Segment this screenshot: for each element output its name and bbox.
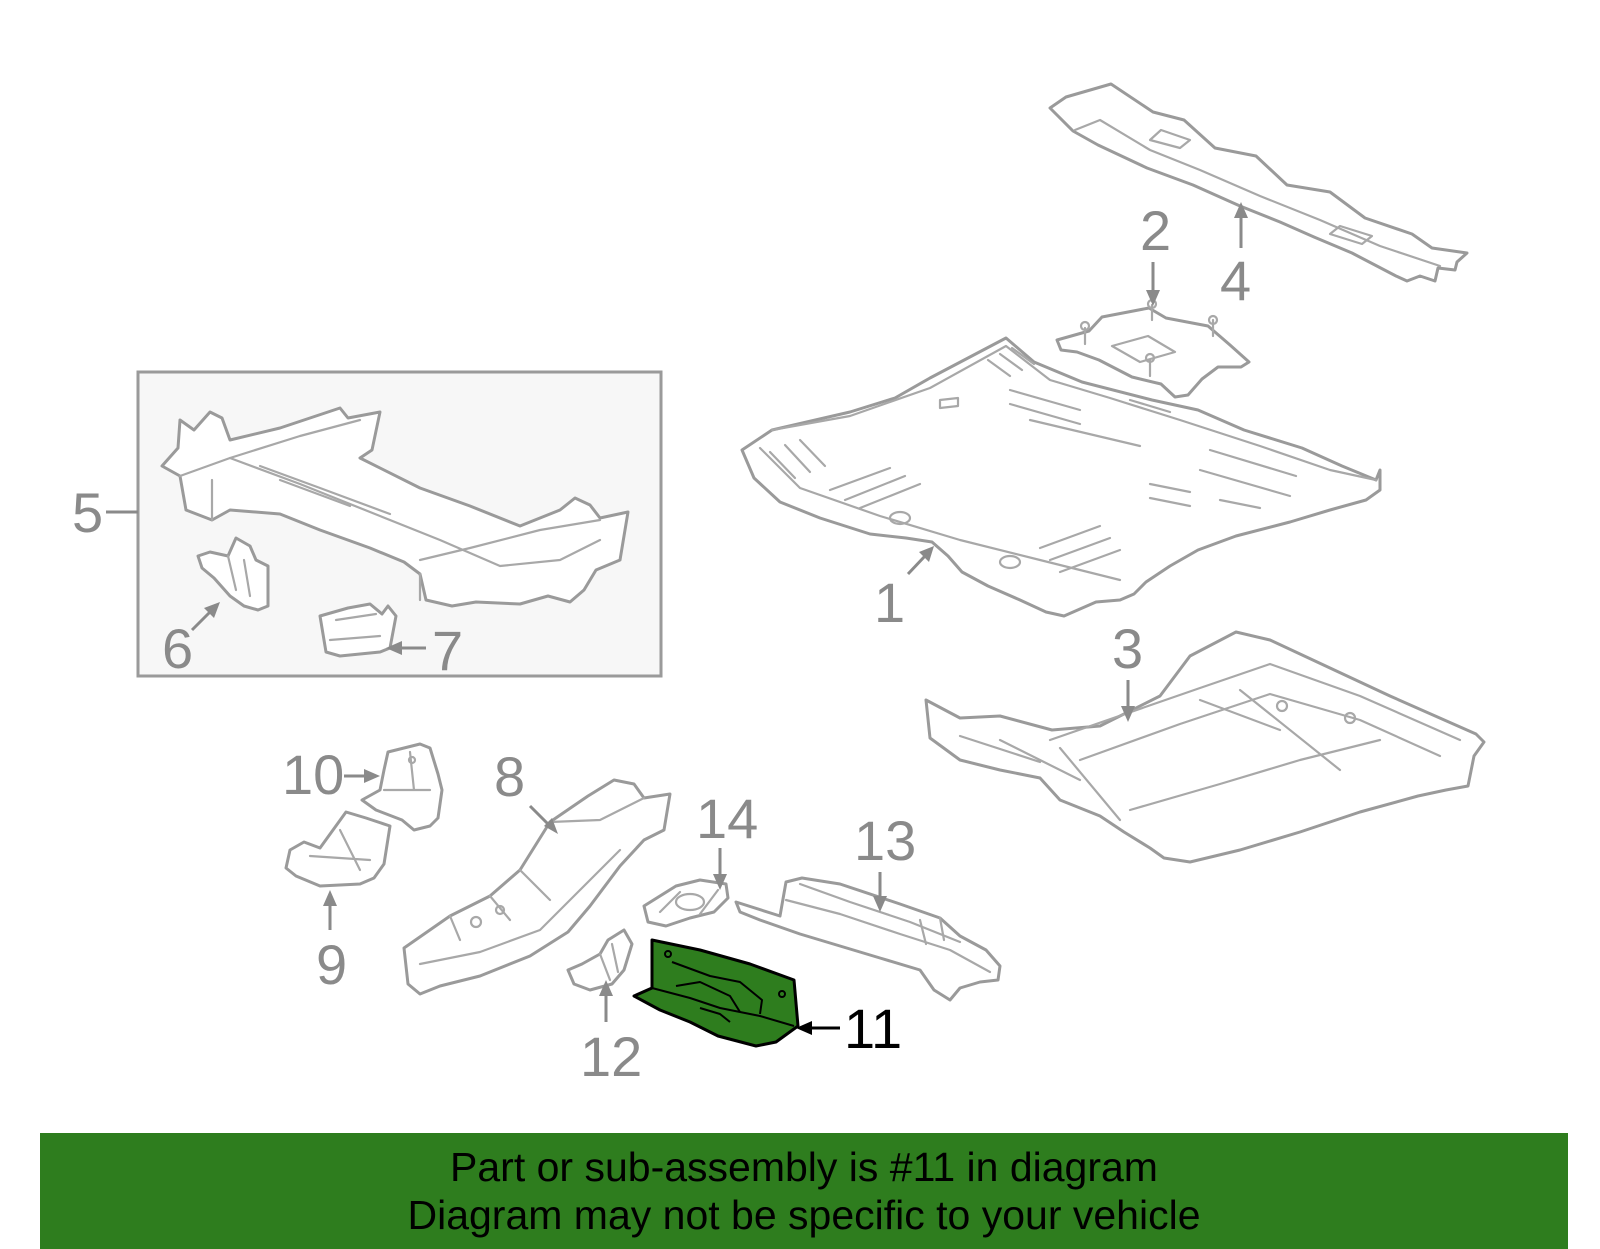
callout-2-label: 2 [1140,199,1171,262]
callout-6: 6 [162,602,220,680]
banner-line-1: Part or sub-assembly is #11 in diagram [450,1144,1158,1190]
callout-7: 7 [386,619,463,682]
callout-3-label: 3 [1112,617,1143,680]
part-2-bracket[interactable] [1055,298,1251,399]
part-9-bracket[interactable] [284,810,392,888]
subassembly-box-5[interactable] [136,370,663,678]
callout-11: 11 [796,997,902,1060]
callout-10-label: 10 [282,743,344,806]
callout-5: 5 [72,481,138,544]
part-6-bracket[interactable] [196,536,270,612]
part-4-cross-member[interactable] [1048,82,1469,283]
callout-12: 12 [580,980,642,1088]
callout-13: 13 [854,809,916,912]
callout-5-label: 5 [72,481,103,544]
callout-11-label: 11 [844,997,902,1060]
callout-1: 1 [874,546,934,634]
callout-13-label: 13 [854,809,916,872]
callout-8-label: 8 [494,745,525,808]
callout-4: 4 [1220,202,1251,312]
callout-12-label: 12 [580,1025,642,1088]
part-14-plate[interactable] [642,878,730,928]
callout-2: 2 [1140,199,1171,306]
callout-9: 9 [316,890,347,996]
part-1-floor-pan[interactable] [740,336,1382,618]
callout-6-label: 6 [162,617,193,680]
callout-9-label: 9 [316,933,347,996]
part-13-cross-member[interactable] [734,876,1002,1002]
callout-4-label: 4 [1220,249,1251,312]
callout-3: 3 [1112,617,1143,722]
info-banner: Part or sub-assembly is #11 in diagram D… [40,1133,1568,1249]
part-3-frame[interactable] [924,630,1486,864]
callout-8: 8 [494,745,558,834]
callout-1-label: 1 [874,571,905,634]
part-7-bracket[interactable] [318,602,398,658]
part-8-frame-rail[interactable] [402,778,672,996]
callout-14-label: 14 [696,787,758,850]
callout-10: 10 [282,743,380,806]
banner-line-2: Diagram may not be specific to your vehi… [407,1192,1201,1238]
callout-7-label: 7 [432,619,463,682]
callout-14: 14 [696,787,758,890]
part-11-highlighted[interactable] [632,938,800,1048]
part-10-bracket[interactable] [360,742,444,832]
part-12-bracket[interactable] [566,928,634,992]
